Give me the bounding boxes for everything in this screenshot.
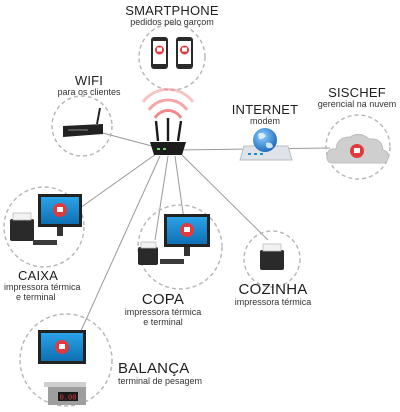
cozinha-label: COZINHA impressora térmica <box>235 282 312 307</box>
wifi-subtitle: para os clientes <box>57 87 121 97</box>
balanca-subtitle: terminal de pesagem <box>118 376 203 386</box>
link-wifi <box>94 130 153 147</box>
caixa-title: CAIXA <box>18 268 59 283</box>
caixa-circle <box>3 186 85 268</box>
globe-icon <box>253 128 277 152</box>
wifi-label: WIFI para os clientes <box>57 74 120 97</box>
smartphone-circle <box>138 23 206 91</box>
copa-subtitle-2: e terminal <box>143 317 183 327</box>
thermal-printer-icon <box>138 241 158 265</box>
link-balanca <box>69 155 161 356</box>
copa-label: COPA impressora térmica e terminal <box>125 292 202 327</box>
scale-readout: 0.00 <box>60 395 77 403</box>
balanca-label: BALANÇA terminal de pesagem <box>118 361 202 386</box>
sischef-title: SISCHEF <box>328 85 386 100</box>
cozinha-circle <box>243 230 301 288</box>
monitor-icon <box>38 330 86 364</box>
link-caixa <box>79 153 157 209</box>
balanca-circle <box>19 313 113 407</box>
node-circles <box>3 23 391 407</box>
thermal-printer-icon <box>260 243 284 270</box>
link-cozinha <box>181 154 269 241</box>
copa-title: COPA <box>141 291 185 308</box>
copa-circle <box>137 204 223 290</box>
smartphone-label: SMARTPHONE pedidos pelo garçom <box>125 4 219 27</box>
link-copa-printer <box>154 155 169 241</box>
wifi-circle <box>51 95 113 157</box>
sischef-subtitle: gerencial na nuvem <box>317 99 397 109</box>
smartphone-subtitle: pedidos pelo garçom <box>130 17 214 27</box>
sischef-circle <box>325 114 391 180</box>
wifi-access-point-icon <box>63 107 103 137</box>
monitor-icon <box>33 194 82 245</box>
connection-lines <box>69 130 331 356</box>
monitor-icon <box>160 214 210 264</box>
internet-subtitle: modem <box>249 116 281 126</box>
internet-label: INTERNET modem <box>232 103 299 126</box>
copa-subtitle-1: impressora térmica <box>124 307 202 317</box>
router-icon <box>150 118 186 155</box>
wifi-signal-icon <box>141 87 195 119</box>
wifi-title: WIFI <box>74 73 104 88</box>
balanca-title: BALANÇA <box>118 360 190 377</box>
sischef-label: SISCHEF gerencial na nuvem <box>318 86 397 109</box>
internet-title: INTERNET <box>231 102 299 117</box>
cozinha-subtitle: impressora térmica <box>234 297 312 307</box>
caixa-label: CAIXA impressora térmica e terminal <box>4 269 81 302</box>
scale-icon: 0.00 <box>44 382 86 405</box>
smartphone-icon <box>151 37 193 69</box>
caixa-subtitle-2: e terminal <box>16 292 56 302</box>
smartphone-title: SMARTPHONE <box>125 3 219 18</box>
thermal-printer-icon <box>10 212 34 241</box>
cozinha-title: COZINHA <box>238 281 308 298</box>
cloud-icon <box>326 133 389 164</box>
caixa-subtitle-1: impressora térmica <box>4 282 81 292</box>
